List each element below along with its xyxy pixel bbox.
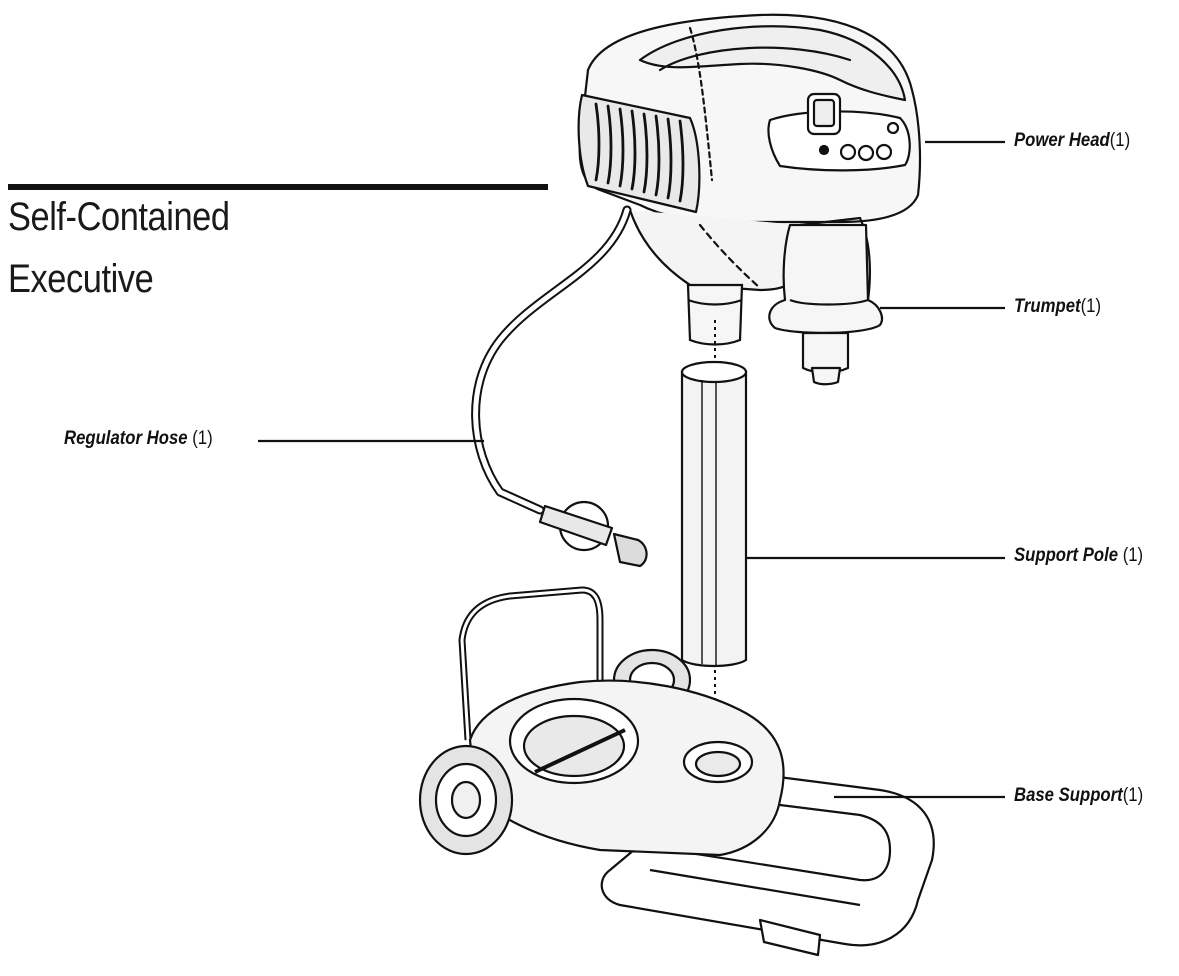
callout-regulator-hose-qty: (1) bbox=[187, 428, 213, 449]
diagram-title-line-2: Executive bbox=[8, 257, 154, 301]
callout-support-pole-name: Support Pole bbox=[1014, 545, 1119, 566]
callout-trumpet-qty: (1) bbox=[1080, 296, 1102, 317]
power-head-drawing bbox=[577, 13, 922, 302]
regulator-hose-drawing bbox=[471, 205, 648, 568]
callout-support-pole: Support Pole (1) bbox=[1014, 546, 1143, 565]
callout-base-support-qty: (1) bbox=[1122, 785, 1144, 806]
callout-power-head-qty: (1) bbox=[1109, 130, 1131, 151]
callout-base-support-name: Base Support bbox=[1014, 785, 1123, 806]
diagram-title-line-1: Self-Contained bbox=[8, 195, 230, 239]
leader-lines bbox=[258, 140, 1005, 799]
callout-regulator-hose: Regulator Hose (1) bbox=[64, 429, 213, 448]
callout-trumpet: Trumpet(1) bbox=[1014, 297, 1101, 316]
callout-base-support: Base Support(1) bbox=[1014, 786, 1143, 805]
callout-support-pole-qty: (1) bbox=[1118, 545, 1144, 566]
callout-trumpet-name: Trumpet bbox=[1014, 296, 1081, 317]
trumpet-drawing bbox=[768, 223, 884, 386]
support-pole-drawing bbox=[680, 360, 748, 668]
callout-power-head-name: Power Head bbox=[1014, 130, 1110, 151]
callout-power-head: Power Head(1) bbox=[1014, 131, 1130, 150]
callout-regulator-hose-name: Regulator Hose bbox=[64, 428, 188, 449]
pole-socket-drawing bbox=[686, 283, 744, 346]
base-support-drawing bbox=[418, 586, 935, 957]
